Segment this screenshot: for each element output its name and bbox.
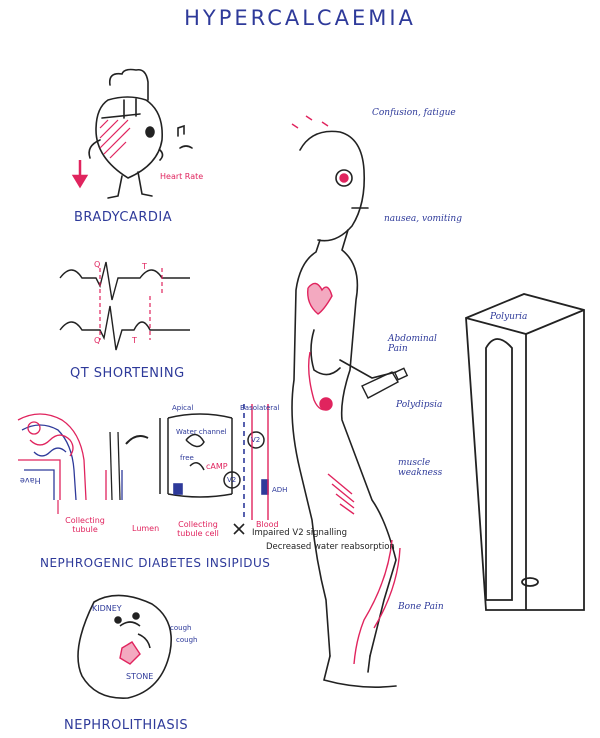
- basolateral-label: Basolateral: [240, 404, 280, 412]
- collecting-tubule-label: Collecting tubule: [65, 516, 105, 534]
- impaired-v2-label: Impaired V2 signalling: [252, 528, 347, 538]
- apical-label: Apical: [172, 404, 194, 412]
- cough2-label: cough: [176, 636, 198, 644]
- heading-ndi: NEPHROGENIC DIABETES INSIPIDUS: [40, 556, 271, 570]
- symptom-confusion: Confusion, fatigue: [372, 108, 456, 118]
- urinal-icon: [465, 293, 585, 611]
- heading-bradycardia: BRADYCARDIA: [74, 210, 173, 225]
- nephron-drawing: [17, 413, 149, 501]
- blood-label: Blood: [256, 520, 279, 529]
- v2-top-label: V2: [251, 436, 261, 444]
- ecg-tracing: [59, 261, 190, 351]
- kidney-character-icon: [77, 594, 172, 699]
- have-label: Have: [20, 476, 41, 485]
- symptom-bone: Bone Pain: [398, 602, 444, 612]
- free-label: free: [180, 454, 194, 462]
- heading-nephrolithiasis: NEPHROLITHIASIS: [64, 718, 189, 733]
- page-title: HYPERCALCAEMIA: [184, 6, 416, 30]
- decreased-water-label: Decreased water reabsorption: [266, 542, 395, 552]
- kidney-label: KIDNEY: [92, 604, 122, 613]
- t-bottom-label: T: [132, 336, 137, 345]
- bottle-icon: [361, 367, 409, 399]
- symptom-polyuria: Polyuria: [490, 312, 528, 322]
- q-top-label: Q: [94, 260, 101, 269]
- v2-side-label: V2: [227, 476, 237, 484]
- symptom-nausea: nausea, vomiting: [384, 214, 462, 224]
- water-channel-label: Water channel: [176, 428, 227, 436]
- heart-character-icon: [88, 68, 193, 199]
- down-arrow-icon: [71, 160, 89, 189]
- man-figure: [291, 130, 397, 688]
- t-top-label: T: [142, 262, 147, 271]
- stone-label: STONE: [126, 672, 154, 681]
- adh-label: ADH: [272, 486, 288, 494]
- heart-rate-label: Heart Rate: [160, 172, 204, 181]
- symptom-abdominal: Abdominal Pain: [388, 334, 437, 354]
- collecting-cell-label: Collecting tubule cell: [177, 520, 219, 538]
- symptom-polydipsia: Polydipsia: [396, 400, 443, 410]
- cross-icon: [233, 523, 245, 535]
- heading-qt-shortening: QT SHORTENING: [70, 366, 185, 381]
- q-bottom-label: Q: [94, 336, 101, 345]
- camp-label: cAMP: [206, 462, 228, 471]
- collecting-tubule-cell: [159, 413, 265, 498]
- cough1-label: cough: [170, 624, 192, 632]
- symptom-muscle: muscle weakness: [398, 458, 443, 478]
- lumen-label: Lumen: [132, 524, 160, 533]
